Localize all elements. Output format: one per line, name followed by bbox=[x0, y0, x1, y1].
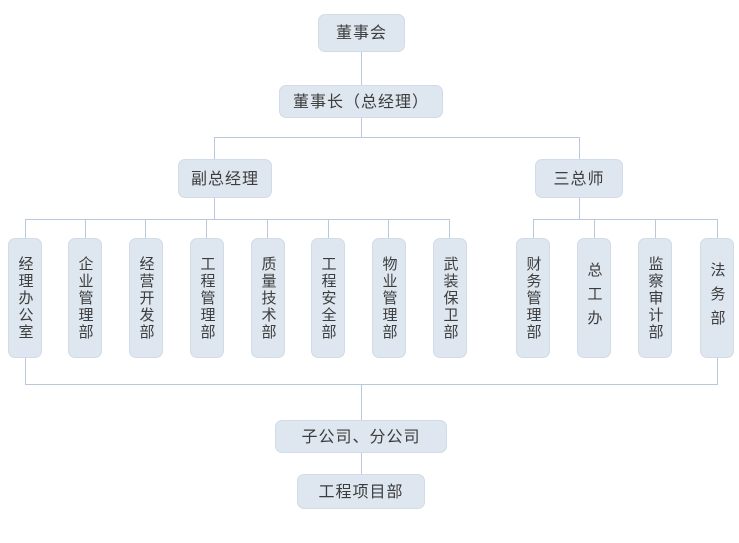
connector-right-tail-down bbox=[717, 358, 718, 384]
connector-right-group-bar bbox=[533, 219, 717, 220]
department-label: 企业管理部 bbox=[76, 255, 95, 341]
node-three-chiefs-label: 三总师 bbox=[553, 168, 605, 188]
connector-drop-left-6 bbox=[328, 219, 329, 238]
connector-drop-left-8 bbox=[449, 219, 450, 238]
node-subsidiaries[interactable]: 子公司、分公司 bbox=[275, 420, 447, 453]
department-label: 经理办公室 bbox=[16, 255, 35, 341]
connector-board-to-chairman bbox=[361, 52, 362, 85]
department-label: 监察审计部 bbox=[646, 255, 665, 341]
connector-left-group-bar bbox=[25, 219, 449, 220]
connector-subsidiaries-to-project bbox=[361, 453, 362, 474]
node-chairman[interactable]: 董事长（总经理） bbox=[279, 85, 443, 118]
connector-drop-right-4 bbox=[717, 219, 718, 238]
node-board-label: 董事会 bbox=[335, 23, 387, 42]
department-box[interactable]: 总工办 bbox=[577, 238, 611, 358]
department-box[interactable]: 财务管理部 bbox=[516, 238, 550, 358]
department-label: 物业管理部 bbox=[380, 255, 399, 341]
connector-drop-right-3 bbox=[655, 219, 656, 238]
connector-chairman-down bbox=[361, 118, 362, 137]
connector-drop-left-1 bbox=[25, 219, 26, 238]
node-three-chiefs[interactable]: 三总师 bbox=[535, 159, 623, 198]
connector-to-three-chiefs bbox=[579, 137, 580, 159]
node-project-dept-label: 工程项目部 bbox=[318, 481, 404, 501]
department-box[interactable]: 经理办公室 bbox=[8, 238, 42, 358]
department-label: 财务管理部 bbox=[524, 255, 543, 341]
department-box[interactable]: 经营开发部 bbox=[129, 238, 163, 358]
node-chairman-label: 董事长（总经理） bbox=[292, 91, 429, 111]
department-box[interactable]: 武装保卫部 bbox=[433, 238, 467, 358]
node-vice-gm[interactable]: 副总经理 bbox=[178, 159, 272, 198]
department-label: 武装保卫部 bbox=[441, 255, 460, 341]
node-subsidiaries-label: 子公司、分公司 bbox=[301, 426, 421, 446]
department-box[interactable]: 监察审计部 bbox=[638, 238, 672, 358]
department-box[interactable]: 企业管理部 bbox=[68, 238, 102, 358]
connector-drop-left-7 bbox=[388, 219, 389, 238]
department-box[interactable]: 物业管理部 bbox=[372, 238, 406, 358]
connector-drop-left-2 bbox=[85, 219, 86, 238]
node-vice-gm-label: 副总经理 bbox=[190, 168, 259, 188]
connector-vice-gm-down bbox=[214, 198, 215, 219]
connector-bottom-bar bbox=[25, 384, 718, 385]
department-box[interactable]: 工程管理部 bbox=[190, 238, 224, 358]
connector-three-chiefs-down bbox=[579, 198, 580, 219]
connector-drop-left-3 bbox=[145, 219, 146, 238]
department-label: 工程管理部 bbox=[198, 255, 217, 341]
department-box[interactable]: 法务部 bbox=[700, 238, 734, 358]
connector-drop-left-4 bbox=[206, 219, 207, 238]
connector-left-tail-down bbox=[25, 358, 26, 384]
connector-to-vice-gm bbox=[214, 137, 215, 159]
connector-level2-bar bbox=[214, 137, 580, 138]
node-board[interactable]: 董事会 bbox=[318, 14, 405, 52]
department-label: 工程安全部 bbox=[319, 255, 338, 341]
department-label: 总工办 bbox=[585, 262, 604, 334]
department-label: 经营开发部 bbox=[137, 255, 156, 341]
connector-drop-left-5 bbox=[267, 219, 268, 238]
node-project-dept[interactable]: 工程项目部 bbox=[297, 474, 425, 509]
department-box[interactable]: 质量技术部 bbox=[251, 238, 285, 358]
department-label: 法务部 bbox=[708, 262, 727, 334]
connector-drop-right-1 bbox=[533, 219, 534, 238]
connector-drop-right-2 bbox=[594, 219, 595, 238]
department-box[interactable]: 工程安全部 bbox=[311, 238, 345, 358]
connector-bottom-to-subsidiaries bbox=[361, 384, 362, 420]
department-label: 质量技术部 bbox=[259, 255, 278, 341]
